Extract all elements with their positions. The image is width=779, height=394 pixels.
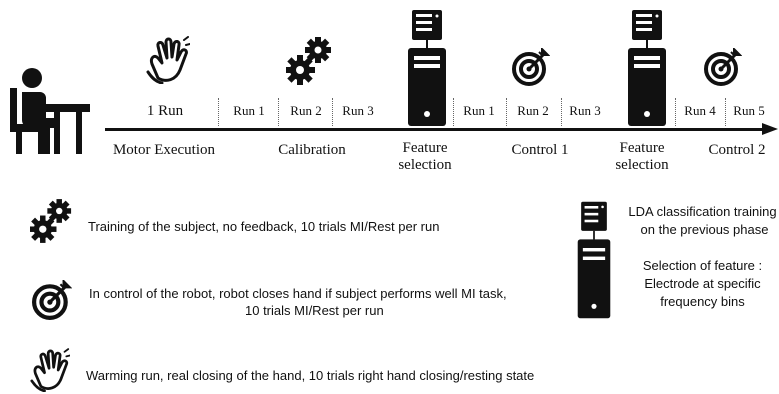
legend-server-text-line4: Electrode at specific <box>644 276 761 291</box>
run-separator <box>725 98 726 126</box>
person-at-desk-icon <box>10 68 90 154</box>
run-label-control1-3: Run 3 <box>569 103 601 118</box>
legend-control-text-line1: In control of the robot, robot closes ha… <box>89 286 507 301</box>
run-separator <box>453 98 454 126</box>
phase-feature-selection-1-line1: Feature <box>402 140 448 156</box>
phase-feature-selection-1-line2: selection <box>398 157 452 173</box>
gears-icon <box>30 199 72 243</box>
hand-sign-icon <box>30 348 70 392</box>
phase-control-2: Control 2 <box>708 142 766 158</box>
legend-calibration-text: Training of the subject, no feedback, 10… <box>88 219 440 234</box>
legend-server-text-line3: Selection of feature : <box>642 258 763 273</box>
target-icon <box>704 48 742 86</box>
phase-control-1: Control 1 <box>511 142 569 158</box>
phase-motor-execution: Motor Execution <box>112 142 216 158</box>
run-separator <box>218 98 219 126</box>
run-label-calibration-1: Run 1 <box>233 103 265 118</box>
legend-server-text-line1: LDA classification training <box>628 204 777 219</box>
timeline-axis <box>105 128 765 131</box>
phase-feature-selection-2-line2: selection <box>615 157 669 173</box>
run-label-calibration-2: Run 2 <box>290 103 322 118</box>
legend-server-text-line5: frequency bins <box>660 294 745 309</box>
run-separator <box>278 98 279 126</box>
run-label-motor: 1 Run <box>146 103 184 119</box>
legend-motor-text: Warming run, real closing of the hand, 1… <box>86 368 535 383</box>
server-icon <box>577 201 611 319</box>
target-icon <box>512 48 550 86</box>
run-label-control2-4: Run 4 <box>684 103 716 118</box>
legend-server-text-line2: on the previous phase <box>640 222 769 237</box>
gears-icon <box>286 37 331 85</box>
run-label-calibration-3: Run 3 <box>342 103 374 118</box>
run-separator <box>332 98 333 126</box>
run-label-control1-2: Run 2 <box>517 103 549 118</box>
run-label-control2-5: Run 5 <box>733 103 765 118</box>
run-separator <box>675 98 676 126</box>
hand-sign-icon <box>146 36 190 84</box>
server-icon <box>628 10 666 126</box>
run-separator <box>506 98 507 126</box>
phase-feature-selection-2-line1: Feature <box>619 140 665 156</box>
legend-control-text-line2: 10 trials MI/Rest per run <box>245 303 384 318</box>
server-icon <box>408 10 446 126</box>
run-label-control1-1: Run 1 <box>463 103 495 118</box>
timeline-arrowhead <box>762 123 778 135</box>
phase-calibration: Calibration <box>278 142 346 158</box>
run-separator <box>561 98 562 126</box>
target-icon <box>32 280 72 320</box>
